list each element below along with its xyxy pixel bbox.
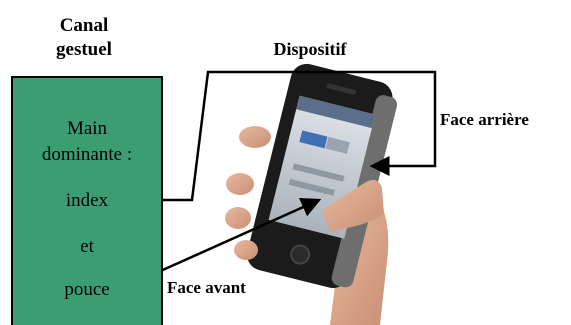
- index-connector-line: [127, 70, 437, 202]
- main-line-1: Main: [66, 118, 108, 139]
- face-arriere-label: Face arrière: [440, 110, 529, 129]
- et-label: et: [80, 236, 94, 257]
- index-label: index: [65, 190, 109, 211]
- pouce-label: pouce: [64, 279, 110, 300]
- dispositif-label: Dispositif: [273, 39, 347, 59]
- canal-title-line-1: Canal: [59, 15, 109, 36]
- canal-title-line-2: gestuel: [56, 38, 112, 60]
- face-avant-label: Face avant: [167, 278, 246, 297]
- main-line-2: dominante :: [41, 143, 133, 165]
- canal-gestuel-title: Canal gestuel: [34, 14, 134, 62]
- main-dominante-label: Main dominante :: [13, 116, 161, 167]
- canal-gestuel-box: Main dominante : index et pouce: [11, 76, 163, 325]
